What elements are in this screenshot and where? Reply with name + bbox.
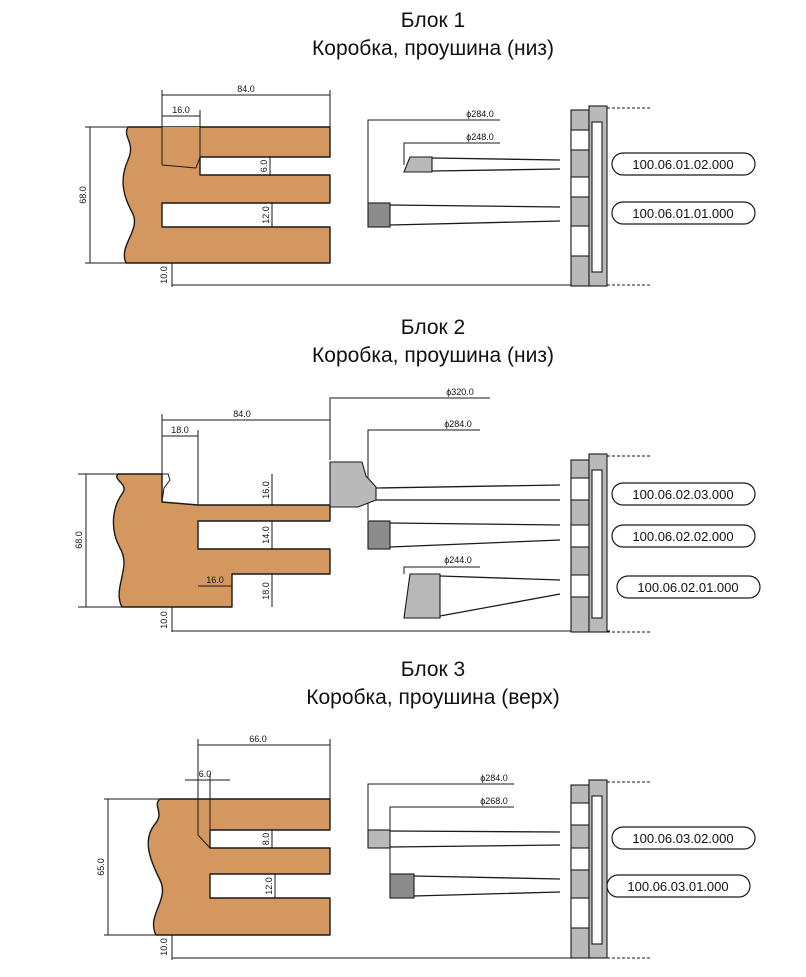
block-2-knife-upper xyxy=(329,461,561,508)
block-3-title: Блок 3 xyxy=(401,658,465,681)
block-2-slot3-dim: 18.0 xyxy=(261,582,271,600)
block-1-code-2-badge xyxy=(611,201,756,225)
block-2-subtitle: Коробка, проушина (низ) xyxy=(312,344,554,367)
block-3-tool-body xyxy=(570,779,650,959)
block-3-slot1-dim: 8.0 xyxy=(261,833,271,846)
block-2-slot2-dim: 14.0 xyxy=(261,526,271,544)
block-3-base-dim: 10.0 xyxy=(159,938,169,956)
block-1-workpiece xyxy=(122,126,331,264)
block-2-dia2: ϕ284.0 xyxy=(444,419,472,429)
block-2-depth-dim: 18.0 xyxy=(171,425,189,435)
block-2-code-1-badge xyxy=(611,482,756,506)
block-2-title: Блок 2 xyxy=(401,316,465,339)
block-1-knife-upper xyxy=(403,156,561,173)
block-1-code-1: 100.06.01.02.000 xyxy=(632,157,733,172)
block-3-code-2: 100.06.03.01.000 xyxy=(627,879,728,894)
block-3-dia2: ϕ268.0 xyxy=(480,796,508,806)
block-3-width-dim: 66.0 xyxy=(249,734,267,744)
block-3-height-dim: 65.0 xyxy=(96,858,106,876)
block-3-code-1: 100.06.03.02.000 xyxy=(632,831,733,846)
block-1-code-2: 100.06.01.01.000 xyxy=(632,206,733,221)
block-2-base-dim: 10.0 xyxy=(159,611,169,629)
block-2-code-3-badge xyxy=(616,575,761,599)
block-2: Блок 2 Коробка, проушина (низ) 84.0 18.0… xyxy=(74,316,761,633)
block-2-code-2-badge xyxy=(611,524,756,548)
block-1-title: Блок 1 xyxy=(401,9,465,32)
block-1-code-1-badge xyxy=(611,152,756,176)
block-2-height-dim: 68.0 xyxy=(74,531,84,549)
block-2-code-3: 100.06.02.01.000 xyxy=(637,580,738,595)
block-2-step-dim: 16.0 xyxy=(206,575,224,585)
block-1-width-dim: 84.0 xyxy=(237,84,255,94)
block-1-dia2: ϕ248.0 xyxy=(466,132,494,142)
block-2-code-1: 100.06.02.03.000 xyxy=(632,487,733,502)
block-2-knife-lower xyxy=(403,573,561,619)
block-2-dia3: ϕ244.0 xyxy=(444,555,472,565)
block-1-slot1-dim: 6.0 xyxy=(259,160,269,173)
block-3-depth-dim: 6.0 xyxy=(199,769,212,779)
block-1-subtitle: Коробка, проушина (низ) xyxy=(312,37,554,60)
block-3-workpiece xyxy=(147,798,331,936)
block-3-slot2-dim: 12.0 xyxy=(264,877,274,895)
block-3-knife-upper xyxy=(367,829,561,849)
block-2-slot1-dim: 16.0 xyxy=(261,481,271,499)
block-1-base-dim: 10.0 xyxy=(159,266,169,284)
block-3-dia1: ϕ284.0 xyxy=(480,773,508,783)
block-1-knife-lower xyxy=(367,202,561,228)
block-1-tool-body xyxy=(570,105,650,287)
block-1-height-dim: 68.0 xyxy=(78,186,88,204)
block-1-slot2-dim: 12.0 xyxy=(261,206,271,224)
block-3-knife-lower xyxy=(389,873,561,899)
block-2-tool-body xyxy=(570,453,650,633)
block-2-code-2: 100.06.02.02.000 xyxy=(632,529,733,544)
block-2-workpiece xyxy=(112,473,331,608)
block-3-code-1-badge xyxy=(611,826,756,850)
block-1-depth-dim: 16.0 xyxy=(172,105,190,115)
block-1-dia1: ϕ284.0 xyxy=(466,109,494,119)
block-2-width-dim: 84.0 xyxy=(233,409,251,419)
block-3: Блок 3 Коробка, проушина (верх) 66.0 6.0… xyxy=(96,658,756,960)
block-1: Блок 1 Коробка, проушина (низ) 84.0 16.0… xyxy=(78,9,756,287)
block-2-dia1: ϕ320.0 xyxy=(446,387,474,397)
block-2-knife-middle xyxy=(367,520,561,550)
block-3-code-2-badge xyxy=(606,874,751,898)
block-3-subtitle: Коробка, проушина (верх) xyxy=(306,686,560,709)
